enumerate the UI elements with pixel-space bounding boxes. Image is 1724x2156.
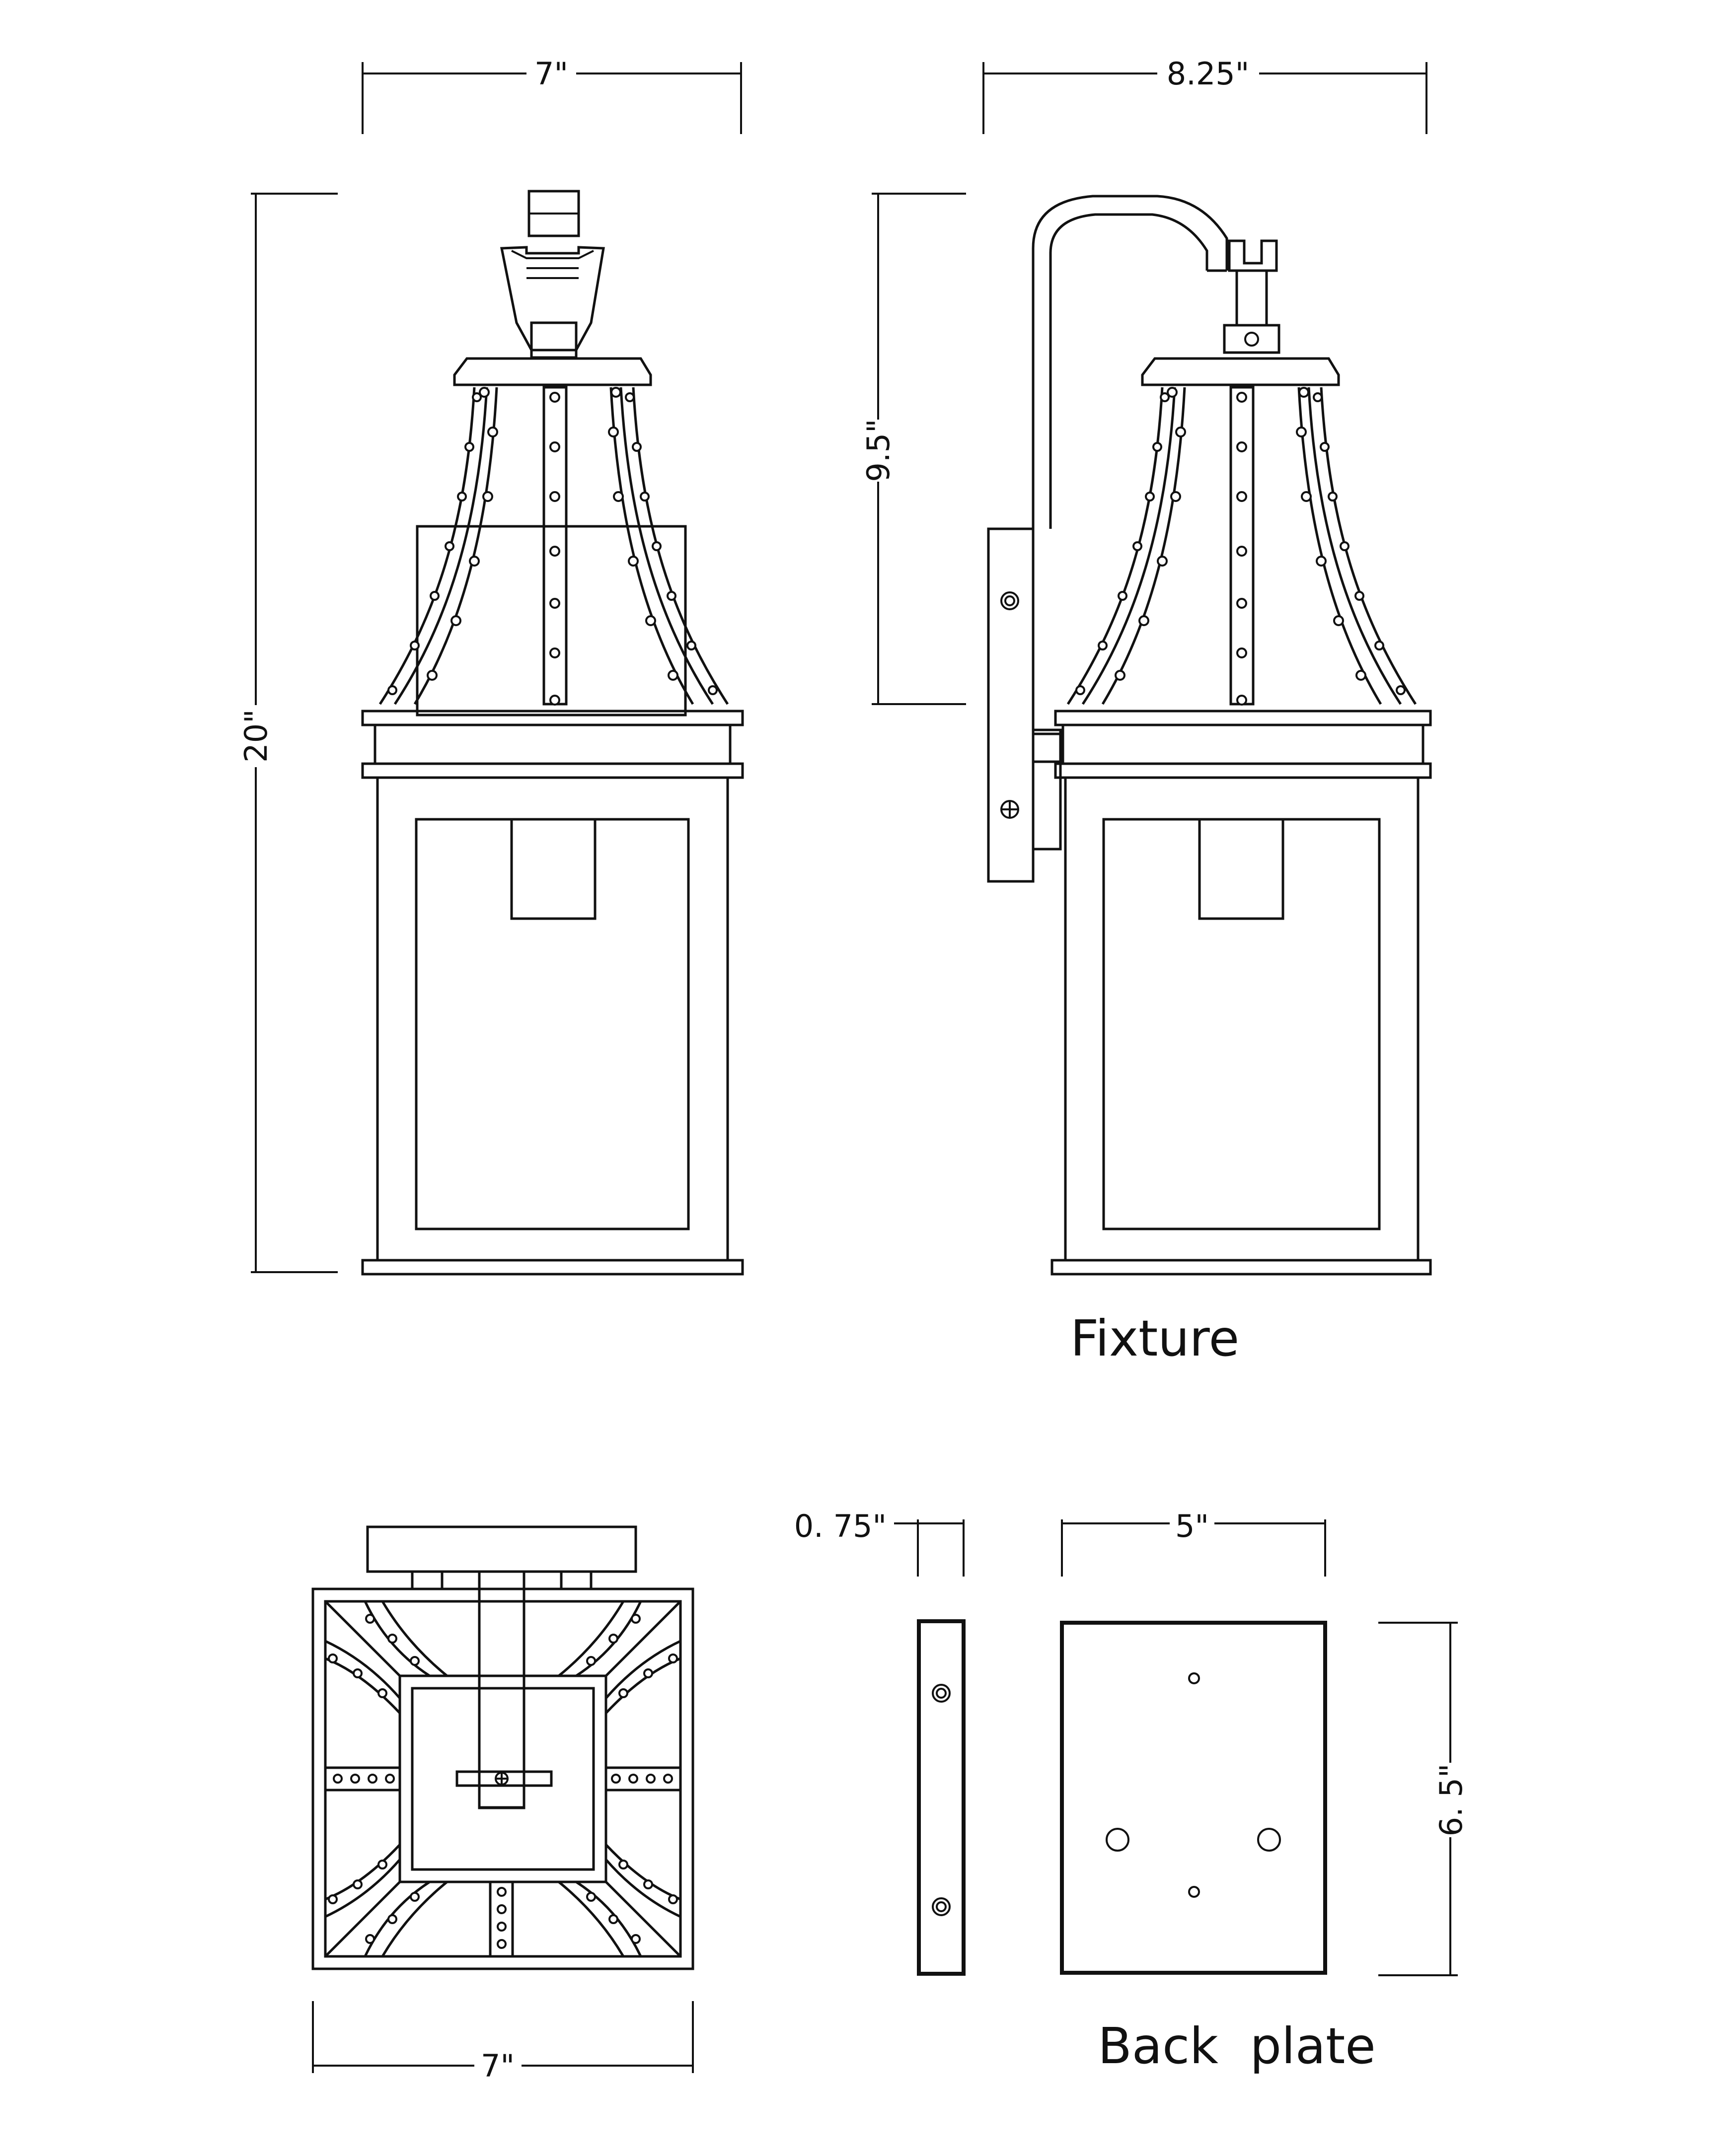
back-plate-edge-view <box>917 1619 966 1976</box>
dimension-plate-width: 5" <box>1061 1508 1326 1577</box>
plate-width-label: 5" <box>1175 1508 1209 1544</box>
plate-thickness-label: 0. 75" <box>794 1508 887 1544</box>
dimension-side-width: 8.25" <box>982 56 1427 134</box>
plate-height-label: 6. 5" <box>1433 1764 1469 1837</box>
fixture-caption: Fixture <box>1070 1309 1239 1367</box>
bottom-view-fixture <box>311 1525 694 1970</box>
front-width-label: 7" <box>534 56 568 92</box>
front-view-fixture <box>361 190 744 1276</box>
side-rivets <box>1075 387 1406 706</box>
dimension-side-height: 9.5" <box>860 193 966 705</box>
dimension-bottom-width: 7" <box>312 2001 694 2084</box>
dimension-overall-height: 20" <box>238 193 338 1273</box>
side-height-label: 9.5" <box>860 419 897 482</box>
bottom-width-label: 7" <box>481 2048 515 2084</box>
bottom-rivets <box>328 1614 678 1949</box>
dimension-plate-thickness: 0. 75" <box>794 1508 965 1577</box>
front-rivets <box>387 387 718 706</box>
dimension-front-width: 7" <box>362 56 742 134</box>
dimension-plate-height: 6. 5" <box>1378 1622 1469 1976</box>
side-width-label: 8.25" <box>1167 56 1250 92</box>
back-plate-face-view <box>1060 1621 1327 1975</box>
back-plate-caption: Back plate <box>1098 2017 1376 2075</box>
overall-height-label: 20" <box>238 709 274 762</box>
side-view-fixture <box>987 195 1432 1276</box>
